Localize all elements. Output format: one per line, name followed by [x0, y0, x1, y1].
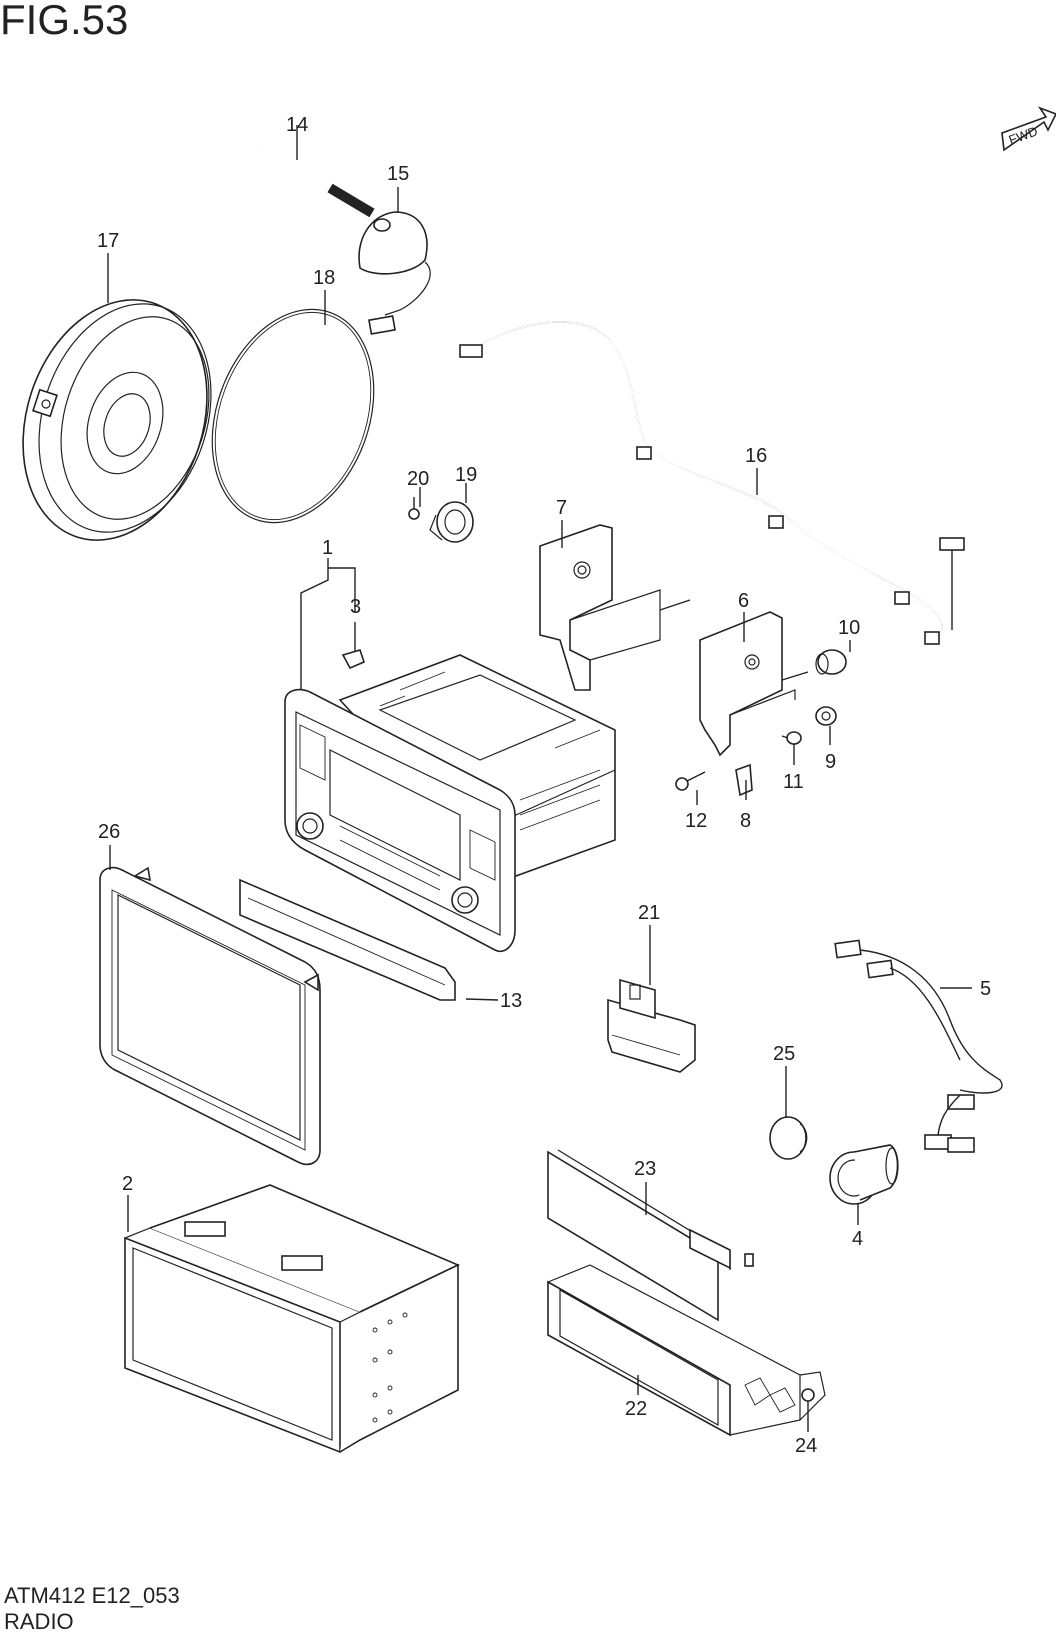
callout-24: 24: [795, 1435, 817, 1457]
callout-13: 13: [500, 990, 522, 1012]
callout-16: 16: [745, 445, 767, 467]
clip-3-part: [341, 649, 365, 670]
callout-11: 11: [783, 771, 804, 793]
callout-18: 18: [313, 267, 335, 289]
fwd-arrow-icon: FWD: [1001, 106, 1056, 152]
screw-11-part: [781, 731, 802, 745]
callout-6: 6: [738, 590, 749, 612]
callout-15: 15: [387, 163, 409, 185]
callout-2: 2: [122, 1173, 133, 1195]
callout-26: 26: [98, 821, 120, 843]
callout-20: 20: [407, 468, 429, 490]
panel-23-part: [547, 1149, 754, 1322]
callout-21: 21: [638, 902, 660, 924]
figure-code: ATM412 E12_053: [4, 1583, 180, 1608]
callout-labels: 14 15 17 18 16 19 20 7 1 3 6 10 9 11 12 …: [97, 114, 991, 1457]
callout-22: 22: [625, 1398, 647, 1420]
callout-23: 23: [634, 1158, 656, 1180]
cap-25-part: [769, 1116, 808, 1160]
antenna-base-part: [358, 211, 431, 335]
bezel-frame-26-part: [99, 866, 321, 1166]
callout-12: 12: [685, 810, 707, 832]
grommet-10-part: [815, 649, 847, 675]
antenna-cable-part: [459, 321, 965, 645]
callout-7: 7: [556, 497, 567, 519]
holder-22-part: [547, 1264, 826, 1437]
callout-3: 3: [350, 596, 361, 618]
callout-4: 4: [852, 1228, 863, 1250]
callout-5: 5: [980, 978, 991, 1000]
bracket-7-part: [539, 524, 691, 691]
connector-21-part: [607, 978, 696, 1073]
clamp-19-part: [429, 501, 474, 543]
screw-12-part: [675, 771, 706, 791]
speaker-gasket-part: [211, 308, 375, 524]
antenna-rod-part: [260, 148, 375, 218]
callout-14: 14: [286, 114, 308, 136]
callout-25: 25: [773, 1043, 795, 1065]
trim-strip-13-part: [239, 878, 456, 1001]
speaker-part: [22, 299, 212, 541]
harness-5-part: [834, 939, 1003, 1153]
callout-17: 17: [97, 230, 119, 252]
callout-9: 9: [825, 751, 836, 773]
figure-caption: RADIO: [4, 1609, 74, 1634]
callout-8: 8: [740, 810, 751, 832]
display-unit-part: [124, 1184, 460, 1454]
clip-8-part: [735, 763, 753, 797]
callout-1: 1: [322, 537, 333, 559]
figure-title: FIG.53: [0, 0, 129, 43]
socket-4-part: [829, 1144, 899, 1205]
radio-unit-part: [284, 654, 616, 952]
callout-10: 10: [838, 617, 860, 639]
screw-20-part: [408, 497, 420, 520]
bracket-6-part: [699, 611, 809, 757]
nut-9-part: [815, 706, 837, 726]
screw-24-part: [801, 1388, 815, 1420]
callout-19: 19: [455, 464, 477, 486]
fwd-label: FWD: [1007, 123, 1040, 147]
leader-lines: [107, 125, 972, 1432]
